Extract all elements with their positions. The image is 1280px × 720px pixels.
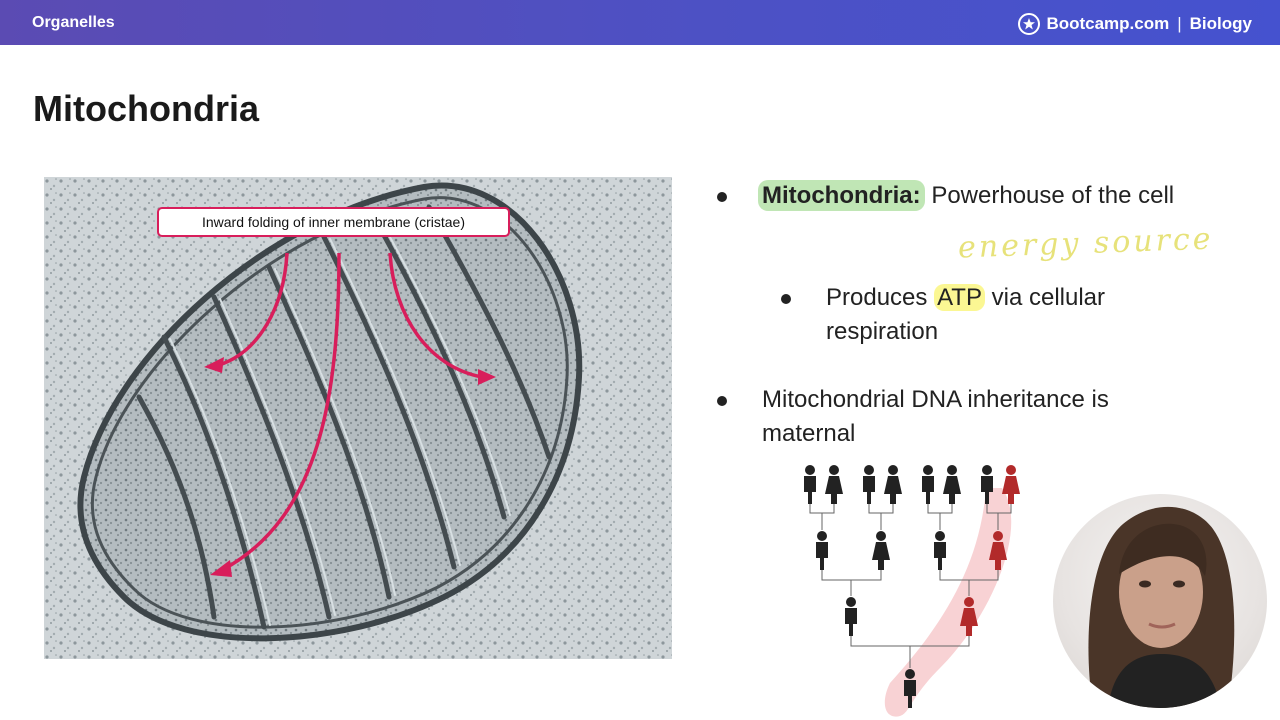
micrograph-image xyxy=(44,177,672,659)
brand: Bootcamp.com | Biology xyxy=(1018,11,1252,37)
presenter-webcam xyxy=(1053,494,1267,708)
bullet-mitochondria: Mitochondria: Powerhouse of the cell xyxy=(758,179,1232,213)
handwritten-note: energy source xyxy=(957,221,1215,266)
person-icons xyxy=(804,465,1020,708)
cristae-callout: Inward folding of inner membrane (crista… xyxy=(157,207,510,237)
pedigree-lines xyxy=(809,504,1012,668)
bullet-atp: Produces ATP via cellular respiration xyxy=(826,281,1206,349)
header-bar: Organelles Bootcamp.com | Biology xyxy=(0,0,1280,45)
bullet-dot xyxy=(717,192,727,202)
bullet-text: Mitochondrial DNA inheritance is materna… xyxy=(762,386,1109,447)
bullet-dot xyxy=(781,294,791,304)
atp-highlight: ATP xyxy=(934,284,985,311)
brand-subject: Biology xyxy=(1189,14,1252,33)
maternal-inheritance-pedigree xyxy=(804,465,1020,717)
mitochondria-micrograph: Inward folding of inner membrane (crista… xyxy=(44,177,672,659)
webcam-feed-icon xyxy=(1088,506,1235,708)
bullet-text: Powerhouse of the cell xyxy=(924,182,1175,209)
bullet-text: Produces xyxy=(826,284,935,311)
section-label: Organelles xyxy=(32,14,115,31)
bullet-dot xyxy=(717,396,727,406)
slide-title: Mitochondria xyxy=(33,88,259,129)
term-highlight: Mitochondria: xyxy=(758,180,925,211)
bullet-text: via cellular respiration xyxy=(826,284,1106,345)
bullet-inheritance: Mitochondrial DNA inheritance is materna… xyxy=(762,383,1202,451)
maternal-line-highlight xyxy=(884,488,1012,717)
brand-logo-icon xyxy=(1018,13,1041,35)
brand-name: Bootcamp.com xyxy=(1046,14,1170,33)
brand-separator: | xyxy=(1177,14,1182,33)
